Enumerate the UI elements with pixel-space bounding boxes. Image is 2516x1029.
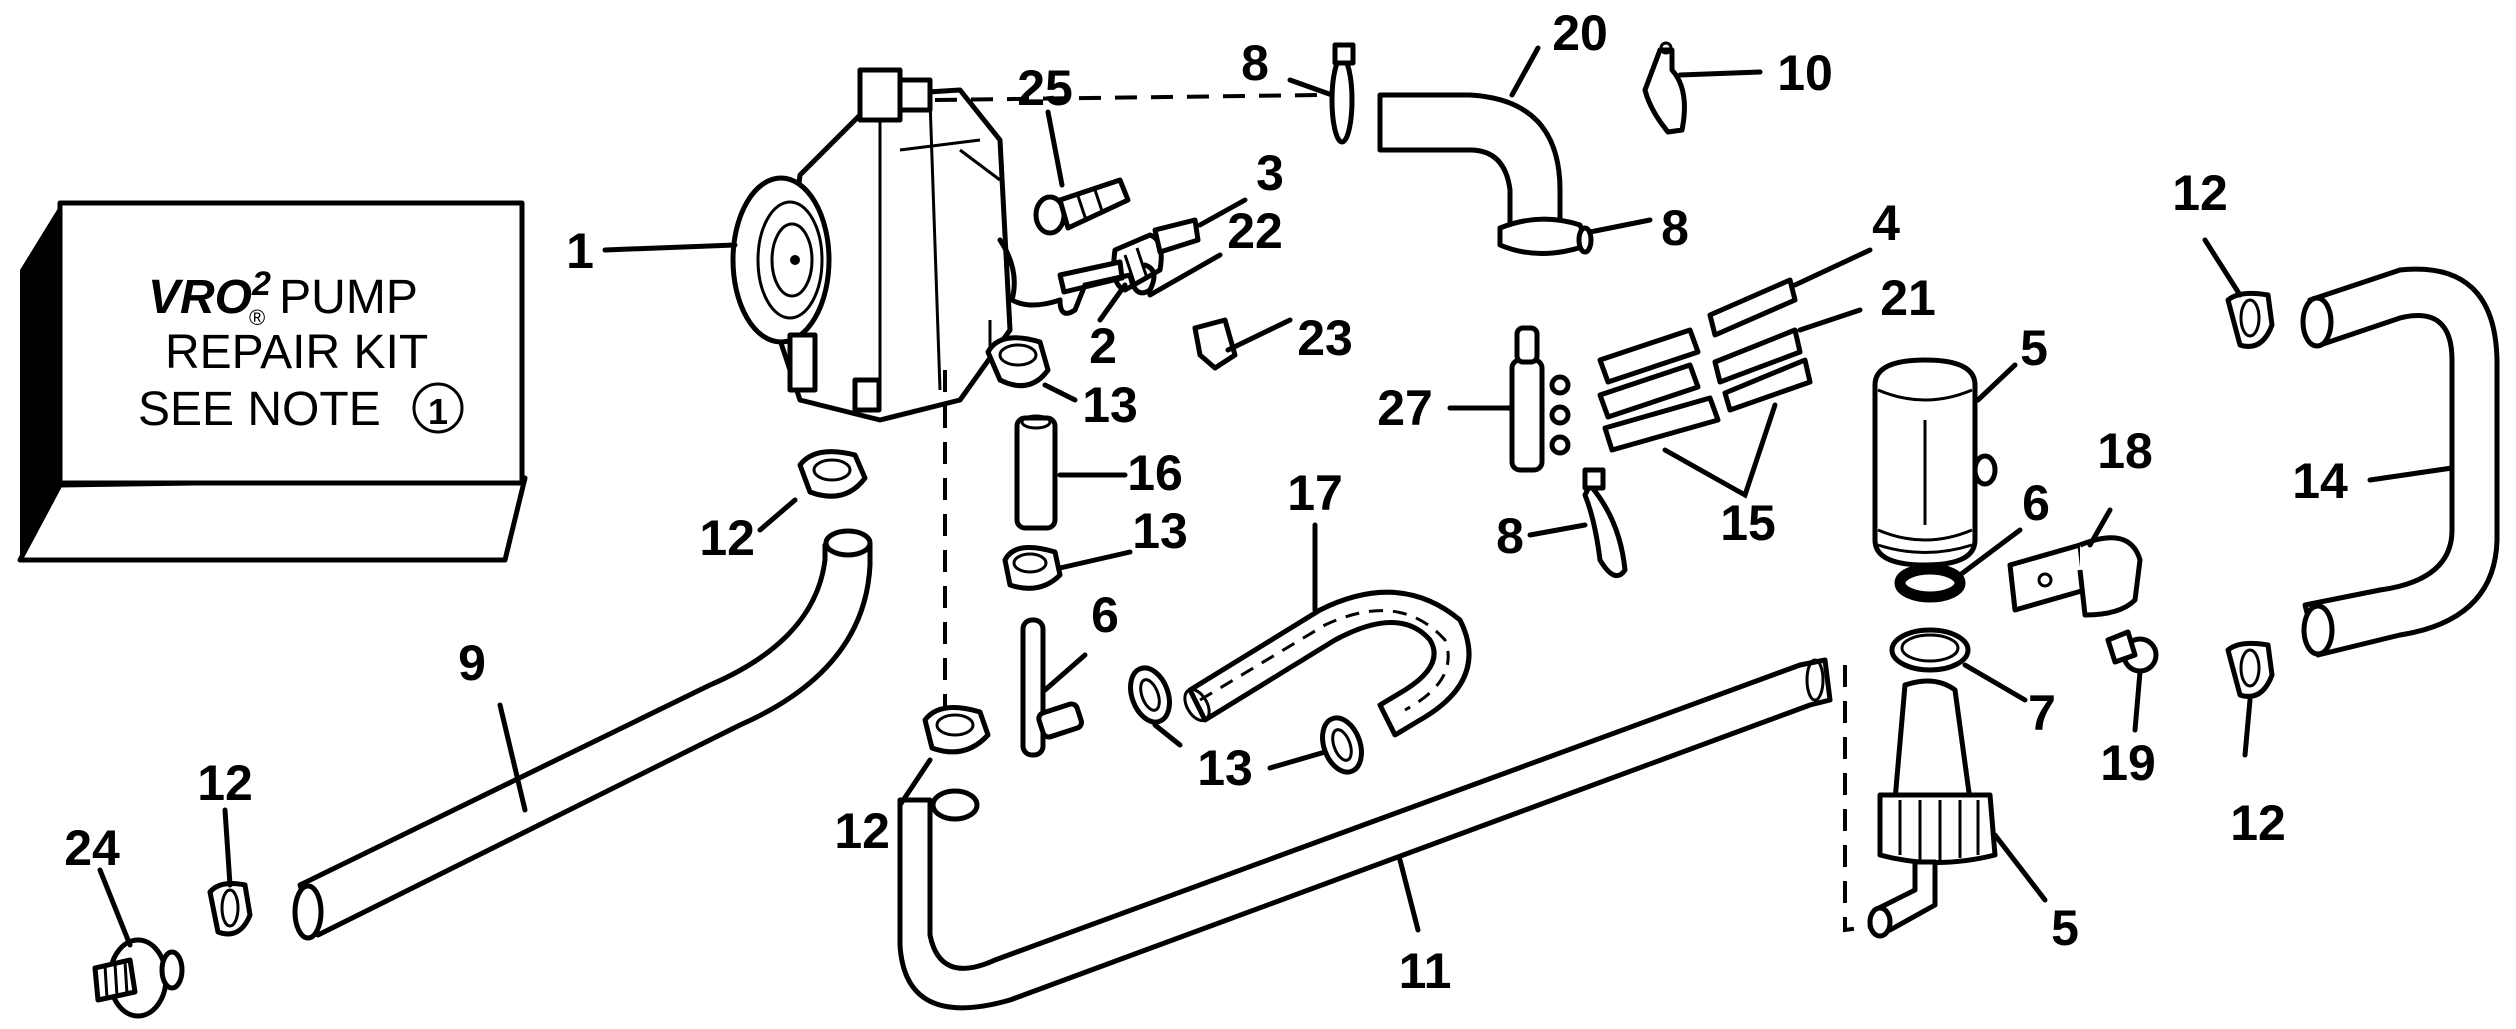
- bracket-18[interactable]: [2007, 535, 2143, 618]
- callout-labels: 1 2 3 4 5 5 6 6 7 8 8 8 9 10 11 12 12 12…: [64, 5, 2348, 999]
- repair-kit-box: VRO2®PUMP REPAIR KIT SEE NOTE 1: [17, 200, 528, 563]
- callout-25: 25: [1017, 60, 1073, 116]
- callout-17: 17: [1287, 465, 1343, 521]
- fitting-6[interactable]: [1020, 617, 1084, 758]
- clip[interactable]: [1057, 262, 1157, 316]
- tie-strap-8-top[interactable]: [1329, 42, 1356, 145]
- callout-22: 22: [1227, 203, 1283, 259]
- hose-set-15[interactable]: [1597, 277, 1813, 453]
- callout-12-right-top: 12: [2172, 165, 2228, 221]
- callout-1: 1: [566, 223, 594, 279]
- gasket-7[interactable]: [1889, 627, 1971, 673]
- callout-18: 18: [2097, 423, 2153, 479]
- kit-box-front: [57, 200, 525, 486]
- callout-12-right-bottom: 12: [2230, 795, 2286, 851]
- callout-21: 21: [1880, 270, 1936, 326]
- clamp-12-upper-left[interactable]: [797, 449, 868, 499]
- clamp-13-middle[interactable]: [1002, 545, 1063, 591]
- callout-15: 15: [1720, 495, 1776, 551]
- callout-19: 19: [2100, 735, 2156, 791]
- callout-13-middle: 13: [1132, 503, 1188, 559]
- clamp-13-lower-right[interactable]: [1316, 713, 1369, 778]
- callout-3: 3: [1256, 145, 1284, 201]
- clamp-12-center[interactable]: [922, 705, 991, 755]
- clamp-13-lower-left[interactable]: [1124, 663, 1177, 728]
- callout-27: 27: [1377, 380, 1433, 436]
- alignment-dash-filter: [1843, 665, 1881, 933]
- callout-12-lower-left: 12: [197, 755, 253, 811]
- kit-box-side: [20, 205, 60, 560]
- callout-6-fitting: 6: [1091, 587, 1119, 643]
- note-ref-number: 1: [428, 391, 448, 432]
- seal-ring-6[interactable]: [1894, 563, 1966, 603]
- small-clamp[interactable]: [1192, 317, 1238, 371]
- screw-19[interactable]: [2105, 629, 2159, 674]
- kit-line3: SEE NOTE: [138, 383, 381, 436]
- callout-9: 9: [458, 635, 486, 691]
- callout-24: 24: [64, 820, 120, 876]
- hose-11[interactable]: [897, 657, 1833, 1011]
- callout-8-bottom: 8: [1496, 508, 1524, 564]
- clamp-10[interactable]: [1642, 41, 1687, 135]
- clamp-12-lower-left[interactable]: [207, 881, 253, 937]
- kit-line2: REPAIR KIT: [165, 326, 428, 379]
- callout-13-lower: 13: [1197, 740, 1253, 796]
- callout-23: 23: [1297, 310, 1353, 366]
- note-ref-circle: [412, 382, 464, 434]
- callout-12-center: 12: [834, 803, 890, 859]
- callout-8-top: 8: [1241, 35, 1269, 91]
- clamp-12-right-bottom[interactable]: [2225, 640, 2275, 699]
- callout-5-bowl: 5: [2051, 900, 2079, 956]
- callout-7: 7: [2028, 685, 2056, 741]
- callout-8-middle: 8: [1661, 200, 1689, 256]
- elbow-hose-20[interactable]: [1377, 92, 1563, 238]
- callout-4: 4: [1872, 195, 1900, 251]
- fitting-24[interactable]: [92, 937, 185, 1019]
- filter-bowl-5[interactable]: [1867, 678, 1998, 939]
- callout-20: 20: [1552, 5, 1608, 61]
- hose-9[interactable]: [292, 528, 873, 941]
- manifold-27[interactable]: [1509, 325, 1571, 473]
- callout-12-upper-left: 12: [699, 510, 755, 566]
- callout-10: 10: [1777, 45, 1833, 101]
- alignment-dash-pump-to-8: [934, 93, 1321, 102]
- fuel-pump[interactable]: [730, 67, 1063, 423]
- tie-strap-8-middle[interactable]: [1497, 216, 1594, 256]
- leader-lines: [97, 45, 2455, 948]
- kit-box-bottom: [17, 475, 528, 563]
- callout-16: 16: [1127, 445, 1183, 501]
- hose-16[interactable]: [1014, 414, 1058, 531]
- clamp-12-right-top[interactable]: [2225, 290, 2275, 349]
- tie-strap-8-bottom[interactable]: [1582, 467, 1628, 579]
- callout-5-canister: 5: [2020, 320, 2048, 376]
- callout-2: 2: [1089, 318, 1117, 374]
- hose-17[interactable]: [1180, 589, 1472, 738]
- callout-13-top: 13: [1082, 377, 1138, 433]
- callout-11: 11: [1399, 943, 1452, 999]
- hose-14[interactable]: [2300, 266, 2500, 658]
- kit-line1: VRO2®PUMP: [148, 265, 418, 330]
- callout-14: 14: [2292, 453, 2348, 509]
- clamp-13-top[interactable]: [985, 335, 1051, 389]
- callout-6-seal: 6: [2022, 475, 2050, 531]
- filter-canister-5[interactable]: [1872, 357, 1998, 568]
- check-valve[interactable]: [1033, 177, 1131, 236]
